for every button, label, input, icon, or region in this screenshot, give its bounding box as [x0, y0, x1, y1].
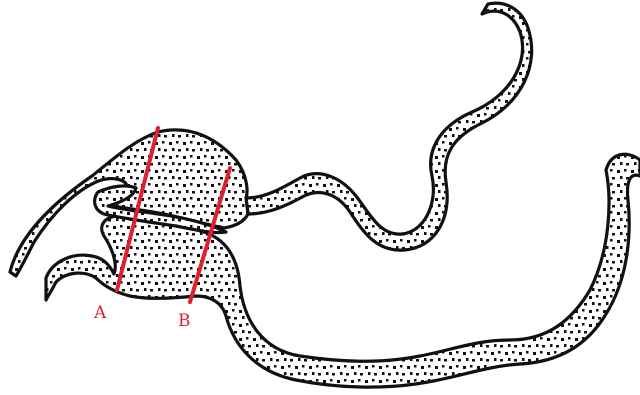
upper-channel-band	[246, 3, 532, 250]
cut-a-label: A	[93, 303, 107, 323]
cut-b-label: B	[178, 311, 191, 331]
